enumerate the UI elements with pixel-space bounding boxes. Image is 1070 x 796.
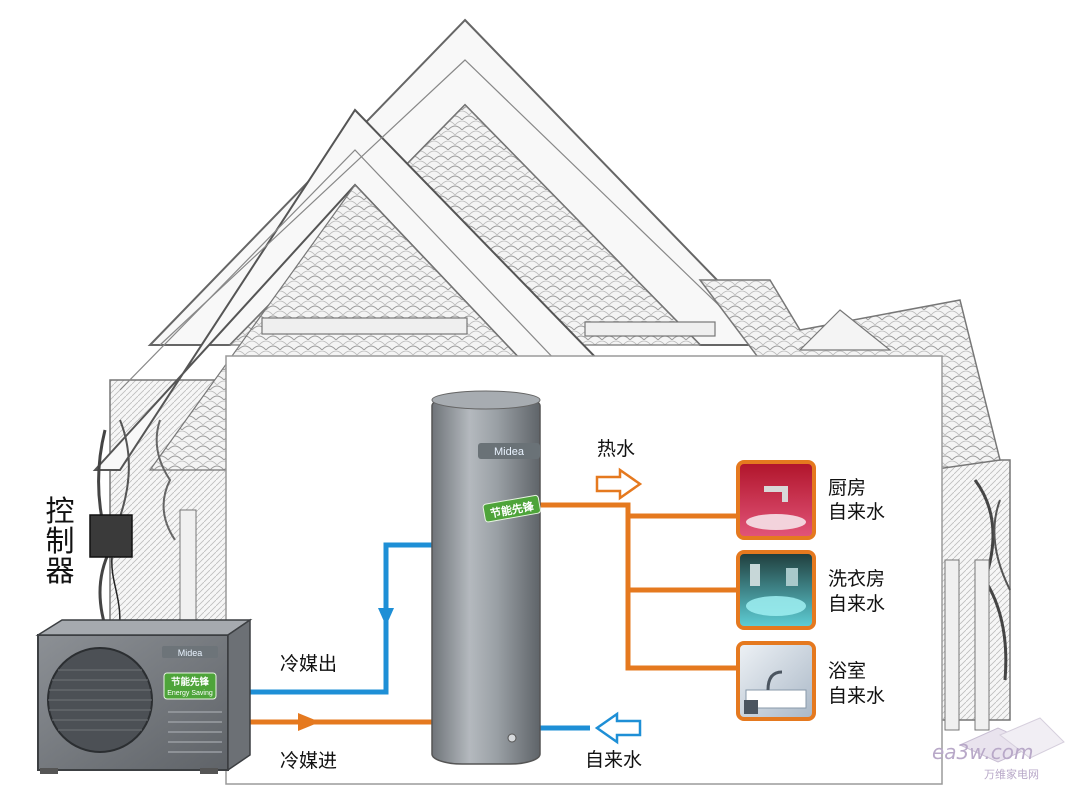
refrigerant-in-arrow-icon: [298, 713, 320, 731]
tap-icon: [766, 670, 783, 691]
controller-box: [89, 514, 133, 558]
watermark-site-cn: 万维家电网: [984, 768, 1039, 781]
water-tank: Midea 节能先锋: [431, 390, 541, 765]
outlet-bathroom-name: 浴室: [828, 660, 867, 682]
outlet-kitchen-sub: 自来水: [828, 501, 886, 523]
refrigerant-out-arrow-icon: [378, 608, 394, 626]
refrigerant-in-label: 冷媒进: [280, 750, 338, 772]
unit-logo: Midea: [178, 648, 203, 658]
hot-water-label: 热水: [597, 438, 636, 460]
house-right-wall: [929, 459, 1011, 721]
outlet-bathroom-sub: 自来水: [828, 685, 886, 707]
hot-water-main-pipe: [540, 502, 740, 671]
outdoor-heat-pump-unit: Midea 节能先锋 Energy Saving: [35, 618, 253, 774]
faucet-icon: [764, 486, 786, 492]
tank-valve: [507, 733, 517, 743]
tank-logo-plate: [478, 443, 540, 459]
unit-badge: [163, 672, 217, 700]
outlet-bathroom-image: [736, 641, 816, 721]
outlet-laundry-sub: 自来水: [828, 593, 886, 615]
tap-water-arrow-icon: [594, 711, 642, 745]
diagram-panel: [225, 355, 943, 785]
tank-logo: Midea: [494, 446, 525, 458]
tank-badge: 节能先锋: [482, 494, 541, 523]
watermark-site: ea3w.com: [932, 740, 1034, 764]
watermark-logo: [958, 717, 1065, 763]
outlet-kitchen-image: [736, 460, 816, 540]
svg-text:Energy Saving: Energy Saving: [167, 690, 213, 697]
svg-text:节能先锋: 节能先锋: [171, 676, 210, 688]
refrigerant-out-label: 冷媒出: [280, 653, 338, 675]
outlet-laundry-image: [736, 550, 816, 630]
controller-label: 控制器: [45, 494, 75, 588]
outlet-laundry-name: 洗衣房: [828, 568, 886, 590]
tap-water-label: 自来水: [585, 749, 643, 771]
outlet-kitchen-name: 厨房: [828, 477, 867, 499]
hot-water-arrow-icon: [595, 467, 643, 501]
